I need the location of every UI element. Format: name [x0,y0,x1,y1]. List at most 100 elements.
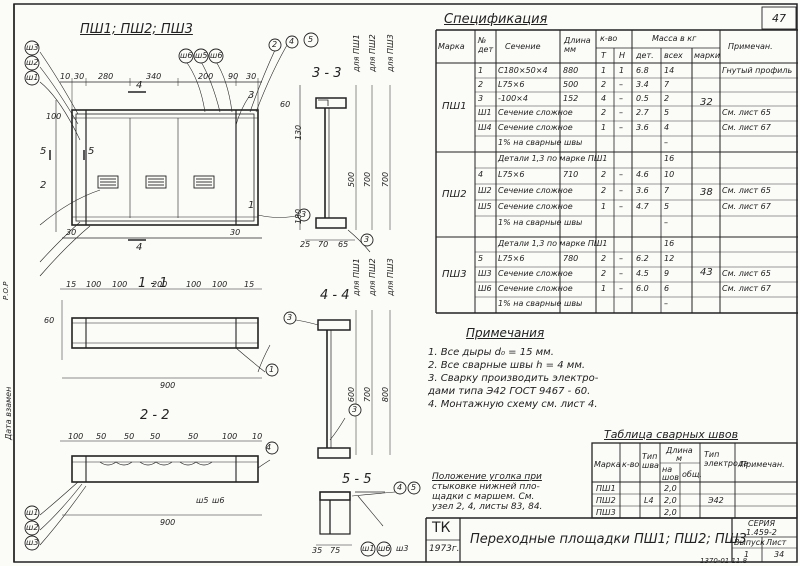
spec-cell-t: 1 [601,202,607,211]
callout-number: 3 [301,210,307,219]
spec-cell-t: 2 [601,269,607,278]
spec-header-num: № дет [478,36,494,54]
dim-label: 500 [347,171,357,188]
spec-cell-num: Ш5 [478,202,492,211]
spec-cell-n: – [619,123,623,132]
dim-label: 90 [228,72,239,81]
dim-label: 700 [363,386,373,403]
spec-cell-length: 880 [563,66,579,75]
callout-mark: ш3 [26,538,39,547]
callout-mark: ш6 [378,544,391,553]
dim-label: 60 [280,100,291,109]
dim-label: 15 [66,280,77,289]
section-mark: 5 [40,146,47,157]
spec-cell-num: 5 [478,254,484,263]
position-note-line: щадки с маршем. См. [432,492,535,502]
spec-cell-all: 5 [664,202,670,211]
spec-cell-section: Детали 1,3 по марке ПШ1 [498,154,608,163]
weld-seam-type: L4 [644,496,654,505]
spec-cell-t: 4 [601,94,607,103]
dim-label: 50 [188,432,199,441]
spec-cell-det: 0.5 [636,94,649,103]
dim-label: 100 [46,112,62,121]
spec-cell-det: 4.5 [636,269,649,278]
dim-label: 35 [312,546,323,555]
spec-cell-section: -100×4 [498,94,528,103]
dim-label: 200 [198,72,214,81]
callout-mark: ш3 [26,43,39,52]
spec-cell-all: 14 [664,66,675,75]
callout-mark: ш2 [26,523,39,532]
spec-cell-t: 2 [601,108,607,117]
note-line: 4. Монтажную схему см. лист 4. [428,399,598,410]
spec-cell-all: 9 [664,269,670,278]
dim-label: 50 [96,432,107,441]
dim-label: 30 [66,228,77,237]
spec-cell-section: L75×6 [498,80,525,89]
weld-per-seam: 2,0 [664,508,677,517]
issue-value: 1 [744,550,750,559]
spec-cell-t: 2 [601,254,607,263]
spec-header-marka: Марка [438,42,465,51]
section-mark: 3 [248,90,255,101]
weld-header-qty: к-во [622,460,640,469]
callout-mark: ш1 [26,508,39,517]
spec-cell-length: 500 [563,80,579,89]
spec-cell-section: Детали 1,3 по марке ПШ1 [498,239,608,248]
dim-label: 200 [152,280,168,289]
margin-label-short: Р.О.Р [2,281,10,300]
spec-header-qty-t: Т [601,51,606,60]
callout-mark: ш6 [210,51,223,60]
spec-cell-length: 152 [563,94,579,103]
dim-label: 25 [300,240,311,249]
spec-cell-num: Ш3 [478,269,492,278]
spec-cell-all: 12 [664,254,675,263]
spec-header-mass-det: дет. [636,51,654,60]
dim-label: 60 [44,316,55,325]
spec-cell-det: 3.4 [636,80,649,89]
spec-header-mass-all: всех [664,51,683,60]
section-mark: 1 [248,200,255,211]
spec-cell-t: 1 [601,284,607,293]
weld-header-length: Длина [666,446,693,455]
section-mark: 4 [136,242,143,253]
drawing-title: Переходные площадки ПШ1; ПШ2; ПШ3 [470,532,747,547]
weld-table-title: Таблица сварных швов [604,428,739,441]
note-line: 2. Все сварные швы h = 4 мм. [428,360,586,371]
dim-label: 340 [146,72,162,81]
spec-cell-num: 4 [478,170,484,179]
callout-mark: ш1 [362,544,375,553]
dim-label: 15 [244,280,255,289]
col-label: для ПШ2 [368,34,377,72]
dim-label: 10 [252,432,263,441]
callout-mark: ш2 [26,58,39,67]
dim-label: 280 [98,72,114,81]
spec-cell-t: 1 [601,123,607,132]
spec-group-mass: 38 [700,187,713,198]
note-line: дами типа Э42 ГОСТ 9467 - 60. [428,386,591,397]
spec-cell-all: – [664,299,668,308]
spec-cell-n: – [619,269,623,278]
weld-per-seam: 2,0 [664,496,677,505]
weld-electrode: Э42 [708,496,724,505]
note-line: 1. Все дыры d₀ = 15 мм. [428,347,554,358]
spec-cell-n: – [619,202,623,211]
spec-cell-t: 2 [601,170,607,179]
notes-title: Примечания [466,326,545,340]
spec-header-qty: к-во [600,34,618,43]
dim-label: 600 [347,386,357,403]
callout-mark: ш1 [26,73,39,82]
callout-number: 2 [272,40,278,49]
dim-label: 100 [112,280,128,289]
spec-cell-section: 1% на сварные швы [498,218,583,227]
spec-group-mark: ПШ1 [442,101,467,112]
dim-label: 100 [212,280,228,289]
dim-label: 30 [74,72,85,81]
weld-header-note: Примечан. [740,460,785,469]
spec-cell-section: 1% на сварные швы [498,138,583,147]
spec-cell-section: L75×6 [498,170,525,179]
position-note-line: узел 2, 4, листы 83, 84. [432,502,543,512]
callout-mark: ш5 [195,51,208,60]
spec-cell-t: 1 [601,66,607,75]
series-label: СЕРИЯ [748,519,776,528]
